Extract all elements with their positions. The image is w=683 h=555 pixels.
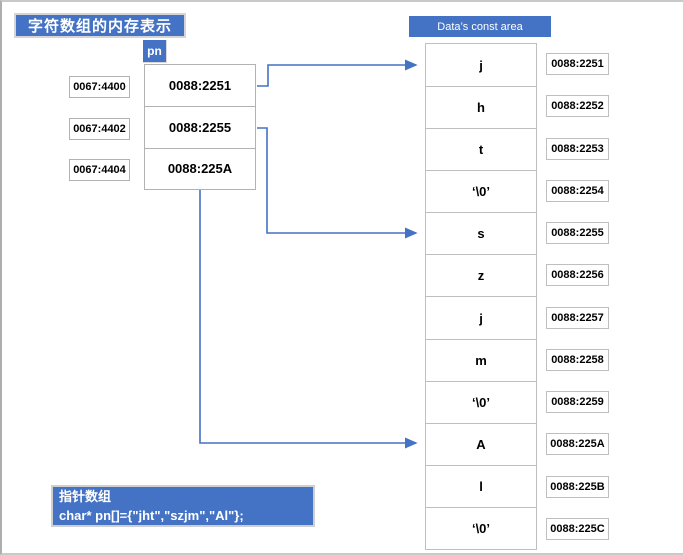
memory-address-box: 0088:2257 (546, 306, 609, 329)
pointer-value-cell: 0088:2251 (168, 78, 232, 94)
address-slot: 0088:2259 (546, 381, 609, 423)
arrow-pn2-to-225A (199, 190, 418, 449)
code-box-declaration: char* pn[]={"jht","szjm","Al"}; (59, 508, 244, 523)
memory-address-box: 0088:225A (546, 433, 609, 456)
memory-address-box: 0088:225B (546, 475, 609, 498)
const-area-char-cell: z (426, 254, 536, 296)
address-slot: 0088:2258 (546, 339, 609, 381)
memory-address-box: 0088:2258 (546, 348, 609, 371)
const-area-char-cell: h (426, 86, 536, 128)
address-slot: 0088:2256 (546, 254, 609, 296)
const-area-char-cell: A (426, 422, 536, 465)
address-slot: 0088:2257 (546, 297, 609, 339)
const-area-header: Data’s const area (409, 16, 551, 37)
const-area-addresses: 0088:2251 0088:2252 0088:2253 0088:2254 0088… (546, 43, 609, 550)
const-area-char-cell: s (426, 212, 536, 254)
memory-address-box: 0088:2254 (546, 179, 609, 202)
const-area-char-cell: j (479, 57, 483, 73)
memory-address-box: 0088:2256 (546, 264, 609, 287)
pointer-address-box: 0067:4400 (69, 76, 130, 98)
address-slot: 0088:2252 (546, 85, 609, 127)
arrow-pn1-to-2255 (257, 127, 418, 239)
address-slot: 0088:225A (546, 423, 609, 465)
const-area-char-cell: t (426, 128, 536, 170)
memory-address-box: 0088:2253 (546, 137, 609, 160)
address-slot: 0088:225B (546, 466, 609, 508)
address-slot: 0088:225C (546, 508, 609, 550)
code-box-label: 指针数组 (59, 489, 112, 504)
address-slot: 0088:2253 (546, 128, 609, 170)
pointer-address-box: 0067:4402 (69, 118, 130, 140)
memory-address-box: 0088:2252 (546, 95, 609, 118)
pointer-value-cell: 0088:225A (145, 147, 255, 189)
arrow-pn0-to-2251 (257, 59, 418, 87)
memory-address-box: 0088:2255 (546, 222, 609, 245)
pointer-value-cell: 0088:2255 (145, 106, 255, 147)
const-area-char-cell: l (426, 464, 536, 507)
const-area-char-cell: ‘\0’ (426, 506, 536, 549)
page-title: 字符数组的内存表示 (14, 13, 186, 38)
const-area-char-cell: m (426, 338, 536, 381)
const-area-char-cell: ‘\0’ (426, 380, 536, 423)
memory-address-box: 0088:2251 (546, 53, 609, 76)
pn-label: pn (143, 40, 167, 63)
pointer-array-code-box: 指针数组 char* pn[]={"jht","szjm","Al"}; (51, 485, 315, 527)
pointer-address-box: 0067:4404 (69, 159, 130, 181)
address-slot: 0088:2255 (546, 212, 609, 254)
memory-address-box: 0088:2259 (546, 391, 609, 414)
const-area-char-cell: j (426, 296, 536, 338)
address-slot: 0088:2251 (546, 43, 609, 85)
const-area-char-cell: ‘\0’ (426, 170, 536, 212)
memory-address-box: 0088:225C (546, 517, 609, 540)
address-slot: 0088:2254 (546, 170, 609, 212)
